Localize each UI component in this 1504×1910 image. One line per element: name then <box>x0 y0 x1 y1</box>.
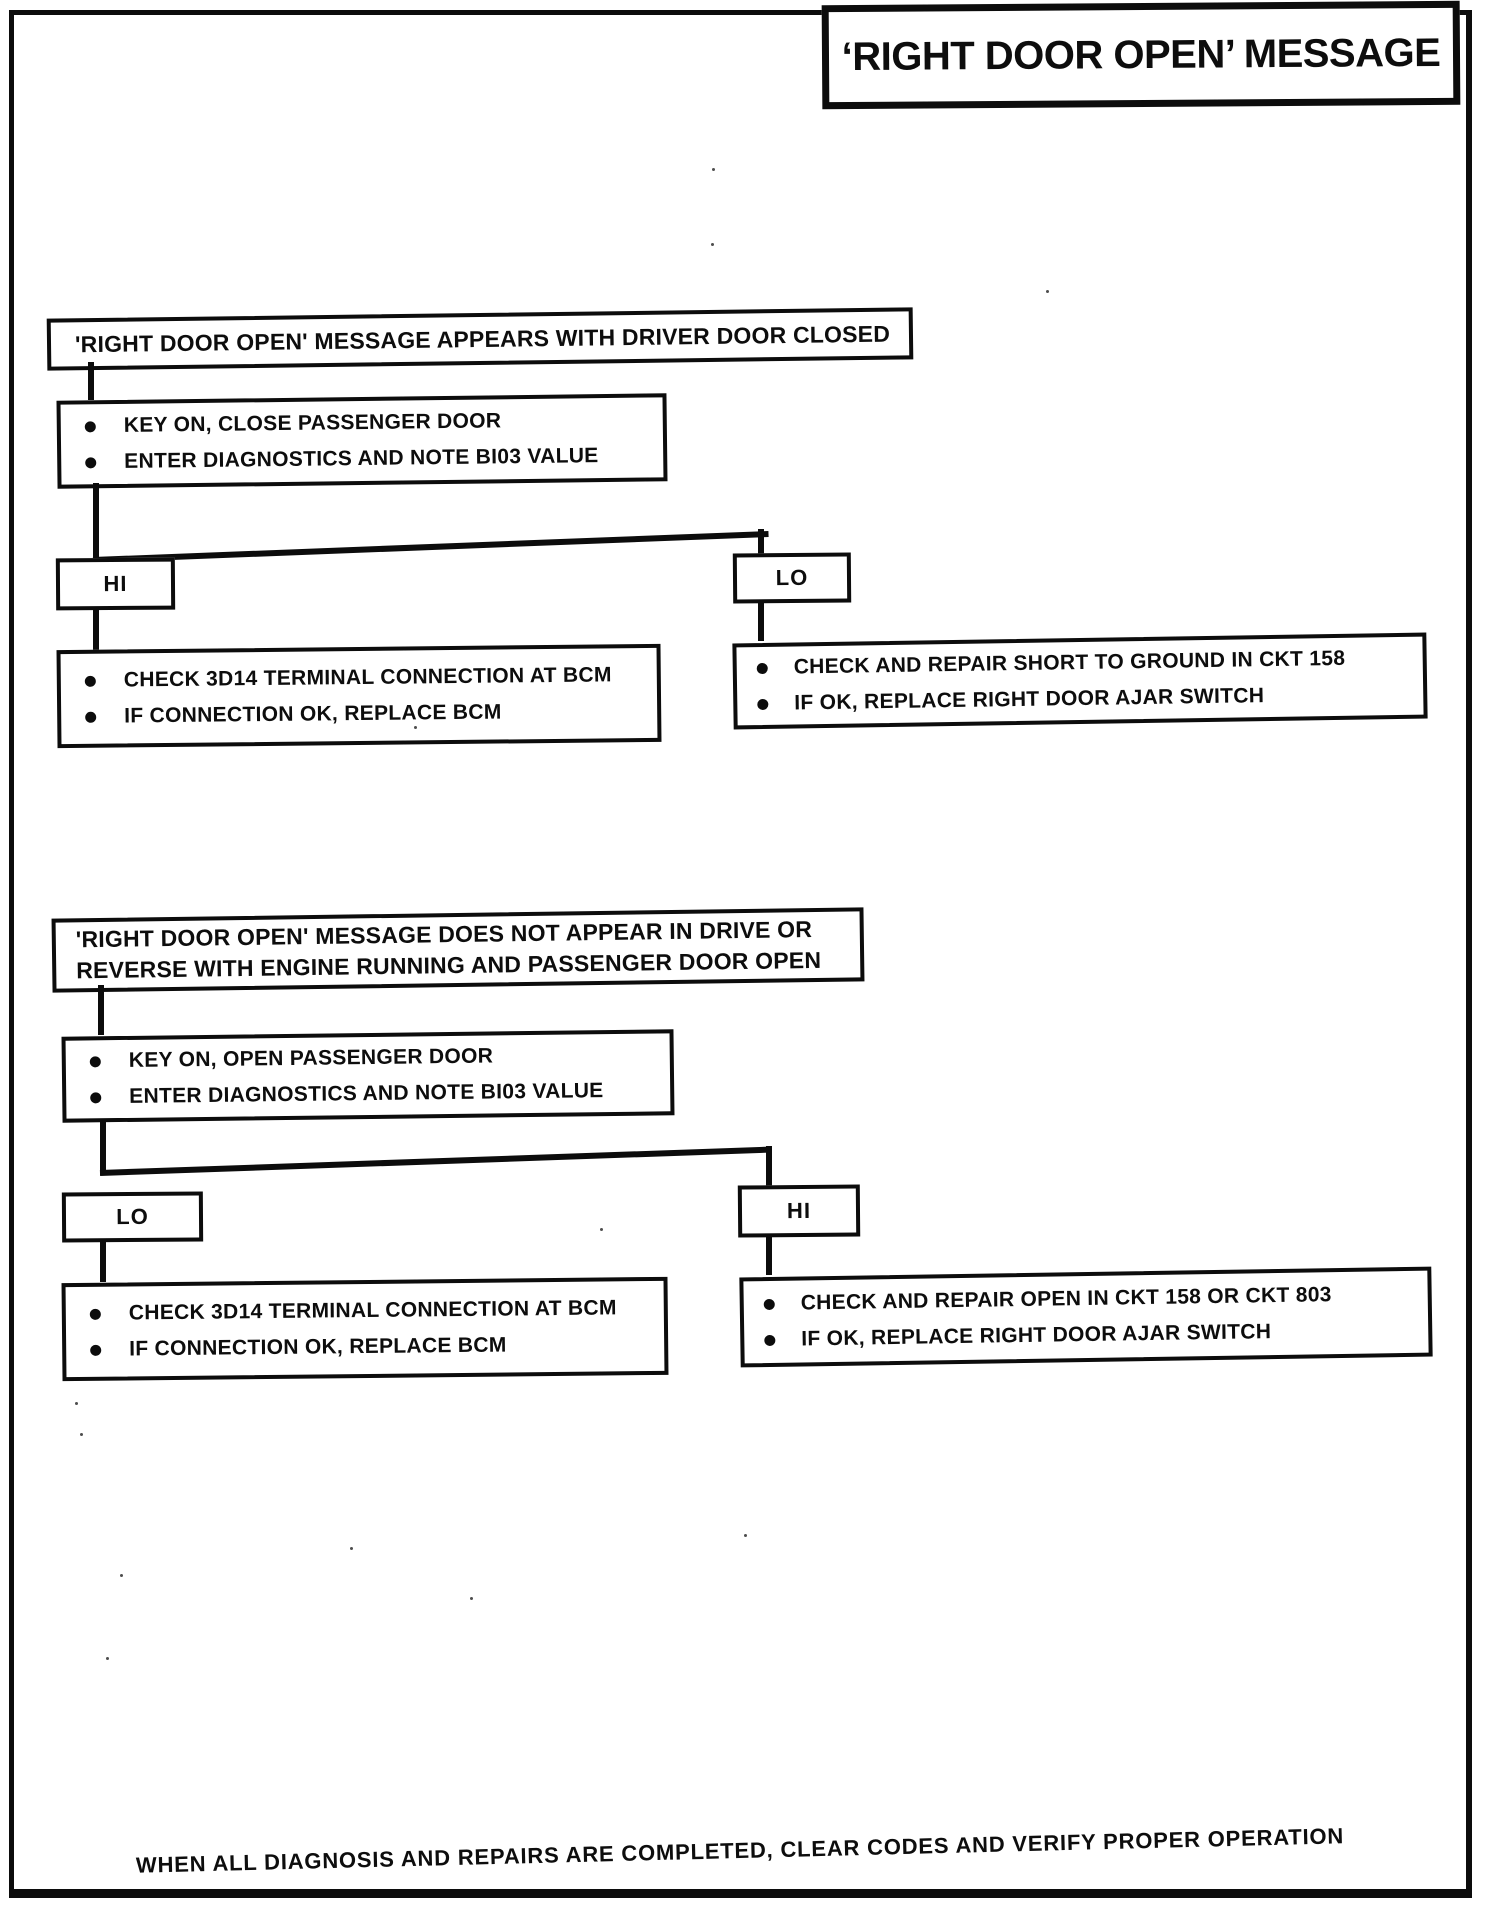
scan-speck <box>470 1597 473 1600</box>
scan-speck <box>711 243 714 246</box>
action-text: IF CONNECTION OK, REPLACE BCM <box>129 1333 507 1361</box>
chart1-branch-lo-box: LO <box>732 552 852 604</box>
branch-label: HI <box>103 570 128 597</box>
connector-line <box>758 529 764 557</box>
connector-line <box>93 483 99 563</box>
page-border <box>9 10 1472 1898</box>
bullet-icon <box>84 420 96 432</box>
chart2-branch-lo-box: LO <box>61 1191 204 1243</box>
page-title: ‘RIGHT DOOR OPEN’ MESSAGE <box>841 30 1441 79</box>
bullet-icon <box>763 1298 775 1310</box>
action-item: IF CONNECTION OK, REPLACE BCM <box>61 699 657 729</box>
scan-speck <box>414 726 417 729</box>
branch-label: LO <box>775 564 809 591</box>
chart2-branch-hi-box: HI <box>737 1184 861 1238</box>
step-item: KEY ON, OPEN PASSENGER DOOR <box>66 1042 670 1073</box>
chart2-hi-actions-box: CHECK AND REPAIR OPEN IN CKT 158 OR CKT … <box>739 1266 1433 1368</box>
branch-label: HI <box>786 1197 812 1224</box>
scan-speck <box>1046 290 1049 293</box>
bullet-icon <box>85 456 97 468</box>
action-text: CHECK 3D14 TERMINAL CONNECTION AT BCM <box>128 1296 617 1325</box>
bullet-icon <box>89 1055 101 1067</box>
chart1-branch-hi-box: HI <box>55 557 176 611</box>
connector-line <box>88 362 94 400</box>
scan-speck <box>744 1534 747 1537</box>
step-text: ENTER DIAGNOSTICS AND NOTE BI03 VALUE <box>124 444 599 473</box>
action-text: CHECK AND REPAIR OPEN IN CKT 158 OR CKT … <box>800 1283 1332 1315</box>
step-item: ENTER DIAGNOSTICS AND NOTE BI03 VALUE <box>61 443 663 474</box>
bullet-icon <box>764 1334 776 1346</box>
bullet-icon <box>89 1308 101 1320</box>
step-text: ENTER DIAGNOSTICS AND NOTE BI03 VALUE <box>129 1079 604 1108</box>
connector-line <box>100 1242 106 1282</box>
bullet-icon <box>84 675 96 687</box>
connector-line <box>766 1146 772 1188</box>
bullet-icon <box>756 662 768 674</box>
action-item: CHECK AND REPAIR OPEN IN CKT 158 OR CKT … <box>744 1282 1428 1317</box>
chart1-lo-actions-box: CHECK AND REPAIR SHORT TO GROUND IN CKT … <box>732 632 1428 730</box>
bullet-icon <box>85 711 97 723</box>
scan-speck <box>120 1574 123 1577</box>
bullet-icon <box>90 1344 102 1356</box>
chart1-step-box: KEY ON, CLOSE PASSENGER DOOR ENTER DIAGN… <box>56 393 668 489</box>
scan-speck <box>600 1228 603 1231</box>
scan-speck <box>75 1402 78 1405</box>
action-text: CHECK AND REPAIR SHORT TO GROUND IN CKT … <box>793 646 1346 679</box>
step-text: KEY ON, CLOSE PASSENGER DOOR <box>123 409 502 437</box>
scan-speck <box>712 168 715 171</box>
connector-line <box>98 985 104 1035</box>
chart2-start-box: 'RIGHT DOOR OPEN' MESSAGE DOES NOT APPEA… <box>51 907 865 993</box>
action-text: IF OK, REPLACE RIGHT DOOR AJAR SWITCH <box>794 684 1265 715</box>
chart2-step-box: KEY ON, OPEN PASSENGER DOOR ENTER DIAGNO… <box>61 1029 675 1123</box>
action-text: CHECK 3D14 TERMINAL CONNECTION AT BCM <box>123 663 612 692</box>
step-item: KEY ON, CLOSE PASSENGER DOOR <box>61 407 663 438</box>
step-item: ENTER DIAGNOSTICS AND NOTE BI03 VALUE <box>66 1078 670 1109</box>
bullet-icon <box>90 1091 102 1103</box>
connector-line <box>766 1237 772 1275</box>
page-title-box: ‘RIGHT DOOR OPEN’ MESSAGE <box>821 0 1461 110</box>
scan-speck <box>350 1547 353 1550</box>
action-item: CHECK 3D14 TERMINAL CONNECTION AT BCM <box>61 663 657 693</box>
action-text: IF OK, REPLACE RIGHT DOOR AJAR SWITCH <box>801 1320 1272 1351</box>
scan-speck <box>80 1433 83 1436</box>
action-item: CHECK AND REPAIR SHORT TO GROUND IN CKT … <box>737 646 1423 681</box>
action-text: IF CONNECTION OK, REPLACE BCM <box>124 700 502 728</box>
branch-label: LO <box>116 1203 149 1230</box>
scan-speck <box>106 1657 109 1660</box>
step-text: KEY ON, OPEN PASSENGER DOOR <box>128 1044 494 1072</box>
chart1-start-text: 'RIGHT DOOR OPEN' MESSAGE APPEARS WITH D… <box>74 320 891 357</box>
action-item: IF OK, REPLACE RIGHT DOOR AJAR SWITCH <box>737 682 1423 717</box>
connector-line <box>100 1119 106 1175</box>
chart2-lo-actions-box: CHECK 3D14 TERMINAL CONNECTION AT BCM IF… <box>61 1276 669 1382</box>
action-item: CHECK 3D14 TERMINAL CONNECTION AT BCM <box>66 1296 664 1326</box>
action-item: IF CONNECTION OK, REPLACE BCM <box>66 1332 664 1362</box>
action-item: IF OK, REPLACE RIGHT DOOR AJAR SWITCH <box>744 1318 1428 1353</box>
connector-line <box>758 603 764 641</box>
connector-line <box>93 610 99 650</box>
chart1-hi-actions-box: CHECK 3D14 TERMINAL CONNECTION AT BCM IF… <box>56 643 662 749</box>
bullet-icon <box>757 698 769 710</box>
